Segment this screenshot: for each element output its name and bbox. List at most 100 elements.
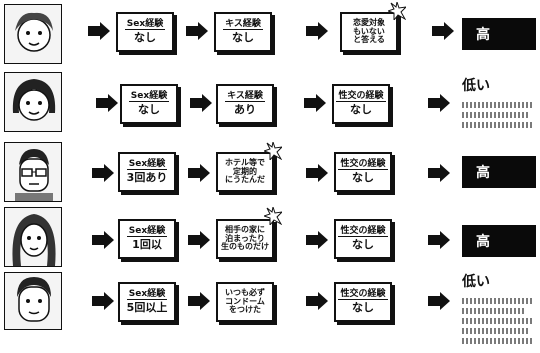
arrow-icon <box>96 92 118 114</box>
result-box: 高 <box>462 156 536 188</box>
arrow-icon <box>188 162 210 184</box>
arrow-icon <box>92 229 114 251</box>
result-text: 低い <box>462 274 490 290</box>
portrait-2 <box>4 72 62 132</box>
sex-experience-box: Sex経験 3回あり <box>118 152 176 192</box>
result-text: 高 <box>476 165 490 181</box>
arrow-icon <box>428 162 450 184</box>
flow-row-1: Sex経験 なし キス経験 なし 恋愛対象 もいない と答える 高 <box>0 0 540 68</box>
result-box: 高 <box>462 18 536 50</box>
contraception-line-3: をつけた <box>229 305 261 315</box>
contraception-line-1: 相手の家に <box>225 225 265 235</box>
sex-experience-label: Sex経験 <box>126 159 168 171</box>
intercourse-experience-label: 性交の経験 <box>338 289 388 301</box>
contraception-line-3: 生のものだけ <box>221 242 269 252</box>
intercourse-experience-label: 性交の経験 <box>336 91 386 103</box>
contraception-line-3: にうたんだ <box>225 175 265 185</box>
sex-experience-box: Sex経験 1回以 <box>118 219 176 259</box>
result-detail-text <box>462 112 528 118</box>
result-box: 低い <box>462 78 536 138</box>
contraception-line-1: ホテル等で <box>225 158 265 168</box>
portrait-3 <box>4 142 62 202</box>
result-box: 低い <box>462 274 536 350</box>
arrow-icon <box>428 92 450 114</box>
woman-bob-hair-face-icon <box>12 79 56 121</box>
sex-experience-label: Sex経験 <box>124 19 166 31</box>
woman-long-hair-face-icon <box>12 214 56 266</box>
flow-row-4: Sex経験 1回以 相手の家に 泊まったり 生のものだけ 性交の経験 なし 高 <box>0 205 540 273</box>
result-box: 高 <box>462 225 536 257</box>
flow-row-2: Sex経験 なし キス経験 あり 性交の経験 なし 低い <box>0 70 540 138</box>
arrow-icon <box>92 290 114 312</box>
arrow-icon <box>190 92 212 114</box>
sex-experience-label: Sex経験 <box>126 289 168 301</box>
sex-experience-label: Sex経験 <box>126 226 168 238</box>
arrow-icon <box>92 162 114 184</box>
arrow-icon <box>186 20 208 42</box>
kiss-experience-value: あり <box>234 103 256 117</box>
result-detail-text <box>462 122 532 128</box>
kiss-experience-label: キス経験 <box>225 91 265 103</box>
intercourse-experience-value: なし <box>350 103 372 117</box>
man-glasses-face-icon <box>15 149 53 201</box>
arrow-icon <box>428 229 450 251</box>
contraception-box: いつも必ず コンドーム をつけた <box>216 282 274 322</box>
result-text: 高 <box>476 27 490 43</box>
sex-experience-value: なし <box>134 31 156 45</box>
contraception-line-2: 泊まったり <box>225 233 265 243</box>
intercourse-experience-box: 性交の経験 なし <box>334 152 392 192</box>
kiss-experience-box: キス経験 なし <box>214 12 272 52</box>
intercourse-experience-value: なし <box>352 238 374 252</box>
intercourse-experience-value: なし <box>352 301 374 315</box>
intercourse-experience-box: 性交の経験 なし <box>334 282 392 322</box>
arrow-icon <box>188 229 210 251</box>
result-detail-text <box>462 338 532 344</box>
arrow-icon <box>188 290 210 312</box>
result-text: 低い <box>462 78 490 94</box>
intercourse-experience-label: 性交の経験 <box>338 226 388 238</box>
flow-row-3: Sex経験 3回あり ホテル等で 定期的 にうたんだ 性交の経験 なし 高 <box>0 140 540 208</box>
result-detail-text <box>462 308 526 314</box>
man-short-hair-face-icon <box>17 277 51 322</box>
intercourse-experience-value: なし <box>352 171 374 185</box>
arrow-icon <box>432 20 454 42</box>
partner-line-3: と答える <box>353 35 385 45</box>
result-detail-text <box>462 328 528 334</box>
sex-experience-value: 1回以 <box>132 238 162 252</box>
intercourse-experience-box: 性交の経験 なし <box>334 219 392 259</box>
flow-row-5: Sex経験 5回以上 いつも必ず コンドーム をつけた 性交の経験 なし 低い <box>0 270 540 353</box>
partner-box: 恋愛対象 もいない と答える <box>340 12 398 52</box>
contraception-box: ホテル等で 定期的 にうたんだ <box>216 152 274 192</box>
partner-line-2: もいない <box>353 26 385 36</box>
sex-experience-box: Sex経験 なし <box>120 84 178 124</box>
arrow-icon <box>428 290 450 312</box>
portrait-4 <box>4 207 62 267</box>
kiss-experience-value: なし <box>232 31 254 45</box>
result-detail-text <box>462 298 532 304</box>
contraception-line-2: コンドーム <box>225 296 265 306</box>
arrow-icon <box>306 20 328 42</box>
kiss-experience-label: キス経験 <box>223 19 263 31</box>
portrait-5 <box>4 272 62 330</box>
arrow-icon <box>306 290 328 312</box>
contraception-line-1: いつも必ず <box>225 288 265 298</box>
kiss-experience-box: キス経験 あり <box>216 84 274 124</box>
contraception-line-2: 定期的 <box>233 166 257 176</box>
sex-experience-value: 5回以上 <box>126 301 168 315</box>
partner-line-1: 恋愛対象 <box>353 18 385 28</box>
sex-experience-box: Sex経験 なし <box>116 12 174 52</box>
sex-experience-value: 3回あり <box>126 171 168 185</box>
sex-experience-label: Sex経験 <box>128 91 170 103</box>
arrow-icon <box>306 229 328 251</box>
starburst-icon <box>388 2 406 20</box>
arrow-icon <box>306 162 328 184</box>
result-detail-text <box>462 318 532 324</box>
intercourse-experience-label: 性交の経験 <box>338 159 388 171</box>
starburst-icon <box>264 142 282 160</box>
arrow-icon <box>304 92 326 114</box>
sex-experience-box: Sex経験 5回以上 <box>118 282 176 322</box>
result-detail-text <box>462 102 532 108</box>
portrait-1 <box>4 4 62 64</box>
result-text: 高 <box>476 234 490 250</box>
woman-curly-hair-face-icon <box>15 12 53 52</box>
